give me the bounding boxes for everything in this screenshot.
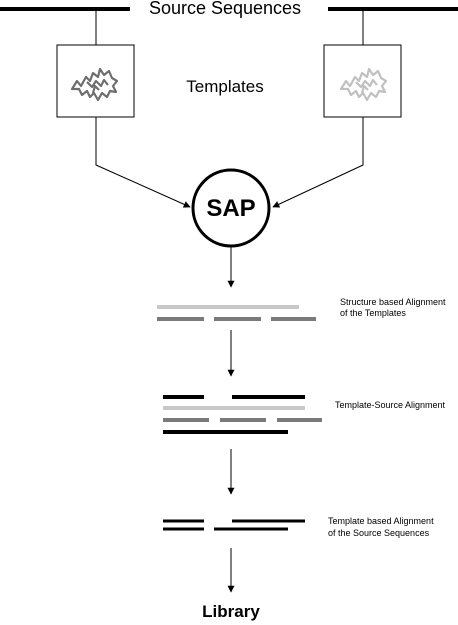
protein-structure-icon [339, 67, 388, 102]
templates-label: Templates [186, 77, 263, 96]
source-sequences-title: Source Sequences [149, 0, 301, 18]
template-based-alignment-label: Template based Alignment of the Source S… [328, 516, 436, 538]
structure-alignment-bars [157, 305, 316, 321]
template-source-alignment-bars [163, 395, 322, 434]
connector-right-to-sap [272, 117, 364, 208]
template-source-alignment-label: Template-Source Alignment [335, 400, 446, 410]
sap-label: SAP [206, 195, 255, 222]
structure-alignment-label: Structure based Alignment of the Templat… [340, 297, 448, 318]
template-based-alignment-bars [163, 519, 305, 531]
protein-structure-icon [70, 67, 119, 102]
template-box-right [323, 44, 402, 118]
library-label: Library [202, 602, 260, 621]
connector-left-to-sap [95, 117, 191, 208]
